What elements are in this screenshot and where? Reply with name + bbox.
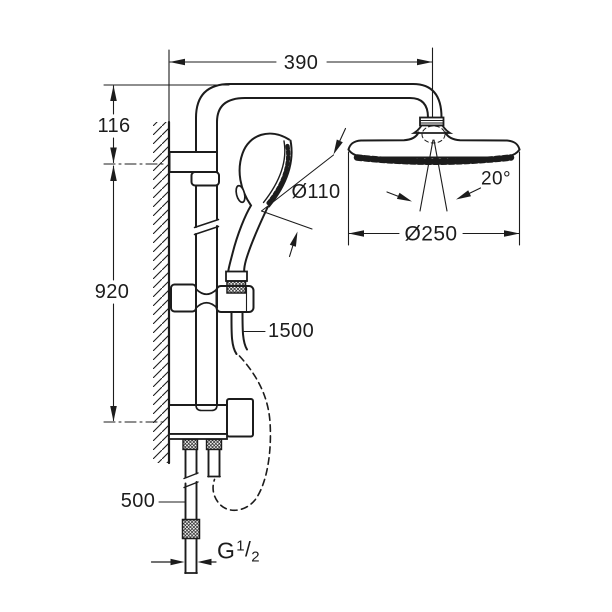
nozzle-band [353, 154, 515, 165]
hose-dashed-loop [212, 355, 272, 512]
dimension-250 [347, 151, 521, 246]
hand-shower-button [235, 184, 246, 204]
dim-label-connection-thread: G1/2 [217, 537, 261, 566]
wall-hatching [153, 120, 171, 465]
dim-label-head-drop: 116 [97, 115, 131, 137]
hand-shower-spray-face [266, 143, 291, 206]
thread-prefix: G [217, 537, 236, 564]
dim-label-hand-shower-diameter: Ø110 [291, 181, 341, 203]
thread-slash: / [245, 538, 252, 562]
diverter-valve [168, 398, 254, 451]
hose-coupling-knurl [181, 518, 201, 540]
dim-label-supply-hose-length: 500 [120, 490, 156, 512]
dim-label-spray-angle: 20° [481, 168, 511, 190]
dimension-110 [260, 127, 347, 258]
dimension-390 [168, 47, 434, 133]
hand-shower [225, 132, 293, 294]
head-shower [347, 131, 521, 165]
head-shower-joint [410, 116, 454, 144]
diverter-knob [226, 398, 254, 438]
dim-label-arm-reach: 390 [283, 52, 319, 74]
dim-label-head-shower-diameter: Ø250 [404, 222, 458, 246]
spray-angle-lines [386, 139, 482, 212]
thread-dimension-arrows [150, 558, 217, 566]
shower-hose [212, 311, 272, 512]
supply-hose [158, 448, 221, 574]
dimension-116-920 [103, 84, 230, 423]
connection-nut-right [205, 438, 223, 451]
dim-label-shower-hose-length: 1500 [268, 320, 315, 342]
thread-numerator: 1 [236, 537, 246, 555]
ball-joint-dashed [421, 125, 446, 144]
thread-denominator: 2 [251, 548, 261, 566]
connection-nut-left [182, 438, 199, 451]
hose-nipple [207, 448, 221, 478]
dim-label-rail-length: 920 [94, 281, 130, 303]
hand-shower-knurl [226, 280, 247, 294]
shower-arm [195, 83, 443, 123]
wall-bracket [168, 151, 220, 187]
